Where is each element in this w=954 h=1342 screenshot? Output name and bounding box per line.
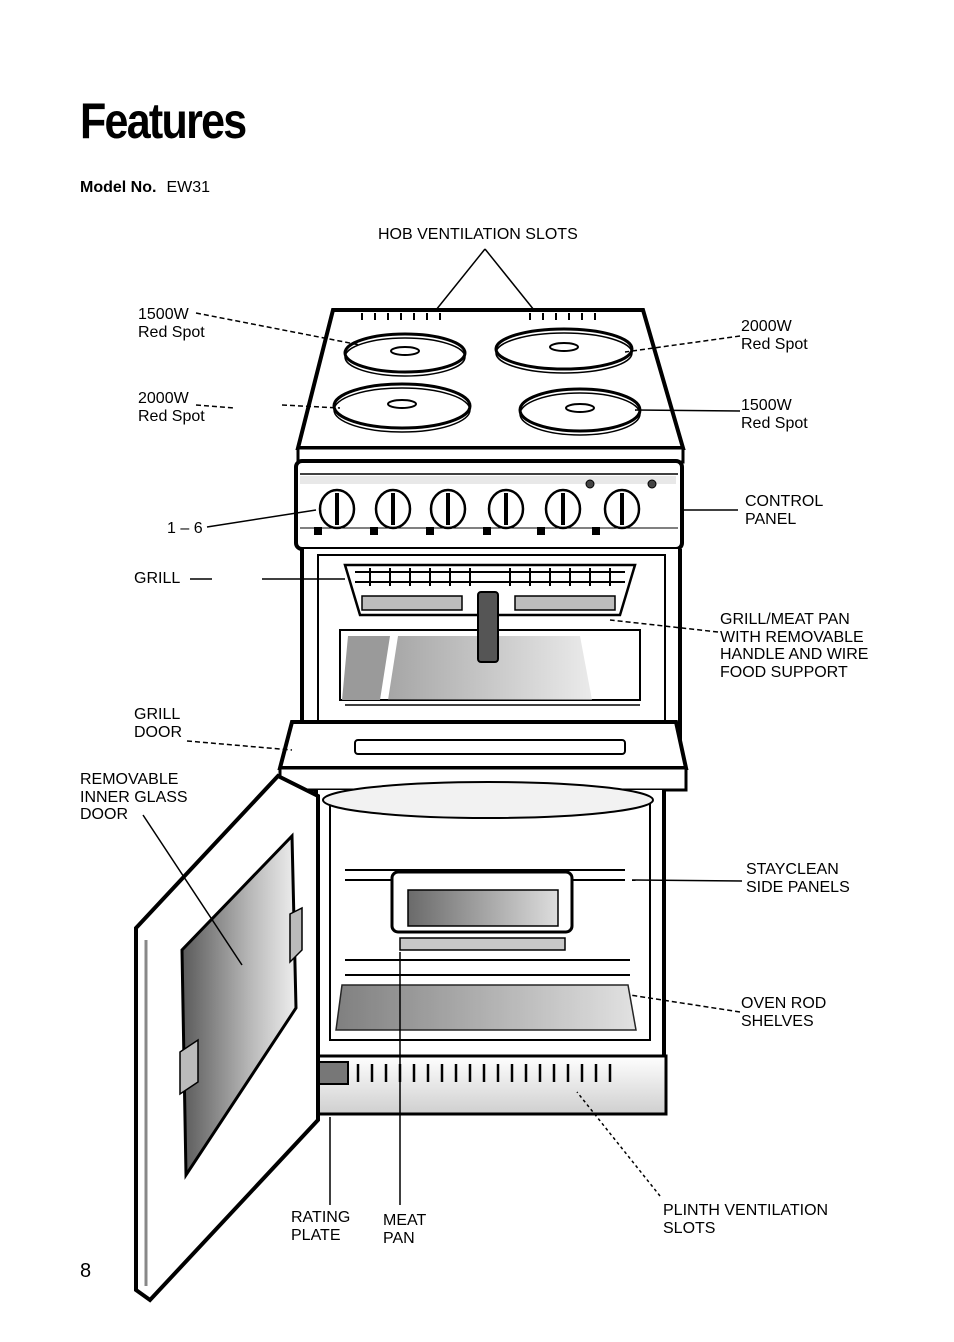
hotplate-rear-left xyxy=(343,332,467,377)
grill-pan xyxy=(339,591,641,706)
control-panel xyxy=(294,459,684,551)
grill-pan-handle[interactable] xyxy=(477,591,499,663)
model-value: EW31 xyxy=(166,179,211,196)
grill-door[interactable] xyxy=(277,720,689,792)
label-meat-pan: MEAT PAN xyxy=(383,1212,427,1247)
meat-pan xyxy=(390,870,574,951)
label-control-panel: CONTROL PANEL xyxy=(745,493,824,528)
model-number: Model No. EW31 xyxy=(80,179,210,197)
leader-lines xyxy=(142,248,743,1205)
label-hob-ventilation-slots: HOB VENTILATION SLOTS xyxy=(378,226,578,243)
plinth xyxy=(294,1054,668,1116)
label-2000w-front-left: 2000W Red Spot xyxy=(138,390,205,425)
label-grill-meat-pan: GRILL/MEAT PAN WITH REMOVABLE HANDLE AND… xyxy=(720,611,869,681)
label-rating-plate: RATING PLATE xyxy=(291,1209,351,1244)
main-oven xyxy=(314,781,666,1060)
label-oven-rod-shelves: OVEN ROD SHELVES xyxy=(741,995,827,1030)
label-stayclean-side-panels: STAYCLEAN SIDE PANELS xyxy=(746,861,850,896)
page-number: 8 xyxy=(80,1260,92,1282)
hotplate-front-right xyxy=(518,387,642,436)
label-plinth-ventilation-slots: PLINTH VENTILATION SLOTS xyxy=(663,1202,829,1237)
hob-vent-slots xyxy=(361,313,596,320)
model-label: Model No. xyxy=(80,179,157,196)
label-1500w-front-right: 1500W Red Spot xyxy=(741,397,808,432)
oven-rod-shelf-lower xyxy=(345,959,630,976)
label-knobs: 1 – 6 xyxy=(167,520,203,537)
hotplate-rear-right xyxy=(494,327,634,374)
hotplate-front-left xyxy=(332,382,472,433)
grill-compartment xyxy=(300,549,682,762)
label-grill: GRILL xyxy=(134,570,181,587)
label-inner-glass-door: REMOVABLE INNER GLASS DOOR xyxy=(80,771,188,823)
oven-door[interactable] xyxy=(134,773,320,1303)
hob xyxy=(295,308,686,464)
grill-element xyxy=(355,568,625,586)
label-1500w-rear-left: 1500W Red Spot xyxy=(138,306,205,341)
label-2000w-rear-right: 2000W Red Spot xyxy=(741,318,808,353)
label-grill-door: GRILL DOOR xyxy=(134,706,182,741)
page-title: Features xyxy=(80,93,247,149)
plinth-vent-slots xyxy=(356,1064,612,1082)
